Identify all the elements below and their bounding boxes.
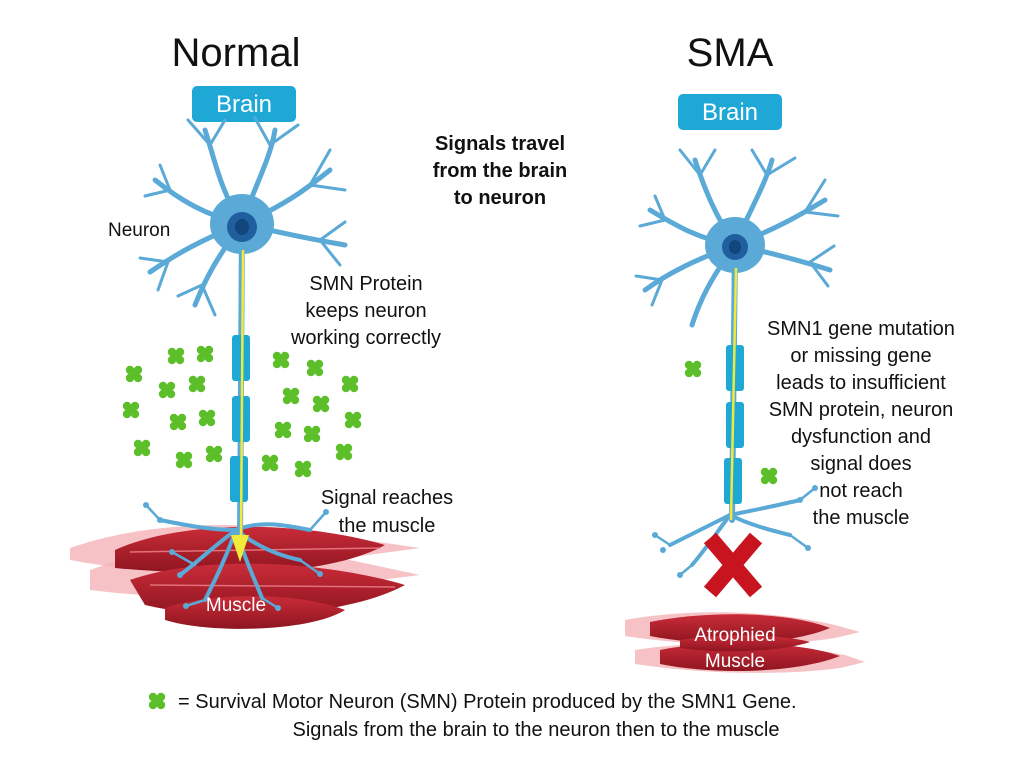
svg-text:SMN protein, neuron: SMN protein, neuron — [769, 399, 954, 421]
legend-line-2: Signals from the brain to the neuron the… — [293, 719, 780, 741]
legend: = Survival Motor Neuron (SMN) Protein pr… — [148, 691, 797, 741]
normal-muscle — [70, 525, 420, 629]
normal-soma — [210, 194, 274, 254]
center-note: Signals travel from the brain to neuron — [433, 133, 567, 209]
legend-protein-icon — [148, 692, 166, 710]
normal-signal-arrow — [231, 249, 249, 562]
sma-brain-box: Brain — [678, 94, 782, 130]
svg-text:Signal reaches: Signal reaches — [321, 487, 453, 509]
sma-brain-label: Brain — [702, 99, 758, 126]
svg-text:SMN1 gene mutation: SMN1 gene mutation — [767, 318, 955, 340]
svg-text:to neuron: to neuron — [454, 187, 546, 209]
svg-text:Atrophied: Atrophied — [694, 625, 775, 646]
svg-text:Signals travel: Signals travel — [435, 133, 565, 155]
blocked-x-icon — [703, 532, 763, 598]
sma-soma — [705, 217, 765, 273]
protein-note: SMN Protein keeps neuron working correct… — [290, 273, 441, 349]
svg-text:from the brain: from the brain — [433, 160, 567, 182]
sma-signal-line — [729, 267, 738, 521]
svg-text:the muscle: the muscle — [813, 507, 910, 529]
svg-text:signal does: signal does — [810, 453, 911, 475]
normal-myelin — [230, 335, 250, 502]
sma-muscle-label: Atrophied Muscle — [694, 625, 775, 672]
svg-text:Muscle: Muscle — [705, 651, 765, 672]
svg-text:SMN Protein: SMN Protein — [309, 273, 422, 295]
svg-text:the muscle: the muscle — [339, 515, 436, 537]
mutation-note: SMN1 gene mutation or missing gene leads… — [767, 318, 955, 529]
normal-brain-label: Brain — [216, 91, 272, 118]
svg-text:keeps neuron: keeps neuron — [305, 300, 426, 322]
normal-title: Normal — [172, 31, 301, 75]
signal-note: Signal reaches the muscle — [321, 487, 453, 537]
sma-title: SMA — [687, 31, 774, 75]
svg-text:leads to insufficient: leads to insufficient — [776, 372, 946, 394]
normal-brain-box: Brain — [192, 86, 296, 122]
normal-muscle-label: Muscle — [206, 595, 266, 616]
svg-text:or missing gene: or missing gene — [790, 345, 931, 367]
sma-muscle — [625, 612, 865, 673]
svg-text:not reach: not reach — [819, 480, 902, 502]
neuron-label: Neuron — [108, 220, 170, 241]
svg-text:dysfunction and: dysfunction and — [791, 426, 931, 448]
svg-text:working correctly: working correctly — [290, 327, 441, 349]
legend-line-1: = Survival Motor Neuron (SMN) Protein pr… — [178, 691, 797, 713]
